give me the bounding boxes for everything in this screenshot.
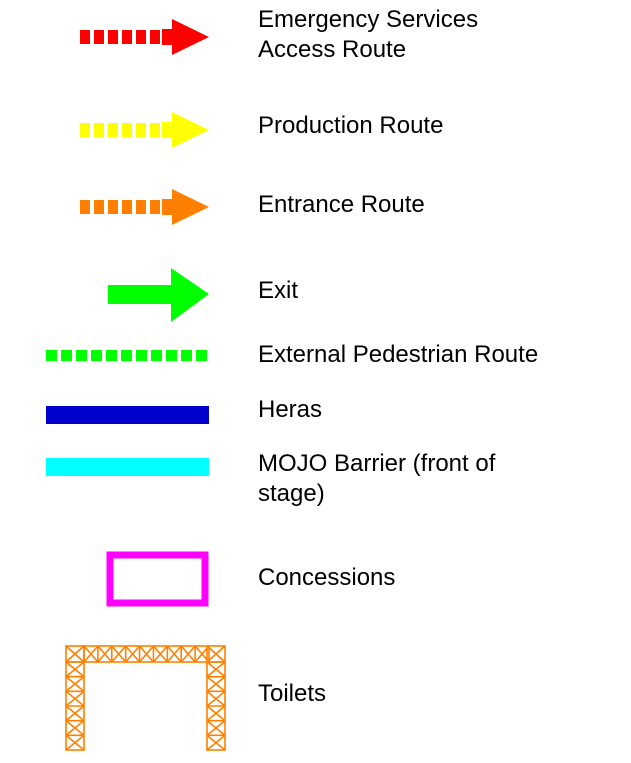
heras-label: Heras bbox=[258, 396, 323, 423]
entrance-route-arrow-icon bbox=[80, 189, 209, 225]
heras-fence-line-icon bbox=[46, 406, 209, 424]
emergency-route-arrow-icon bbox=[80, 19, 209, 55]
toilets-label: Toilets bbox=[258, 680, 327, 707]
production-route-arrow-icon bbox=[80, 112, 209, 148]
production-route-label: Production Route bbox=[258, 112, 444, 139]
mojo-barrier-line-icon bbox=[46, 458, 209, 476]
concessions-label: Concessions bbox=[258, 564, 396, 591]
entrance-route-label: Entrance Route bbox=[258, 191, 425, 218]
toilets-truss-icon bbox=[65, 645, 226, 751]
emergency-route-label: Emergency Services Access Route bbox=[258, 6, 479, 63]
exit-arrow-icon bbox=[108, 268, 209, 322]
mojo-barrier-label: MOJO Barrier (front of stage) bbox=[258, 450, 496, 507]
pedestrian-route-label: External Pedestrian Route bbox=[258, 341, 539, 368]
concessions-rectangle-icon bbox=[106, 551, 209, 607]
exit-label: Exit bbox=[258, 277, 299, 304]
pedestrian-route-line-icon bbox=[46, 350, 207, 361]
